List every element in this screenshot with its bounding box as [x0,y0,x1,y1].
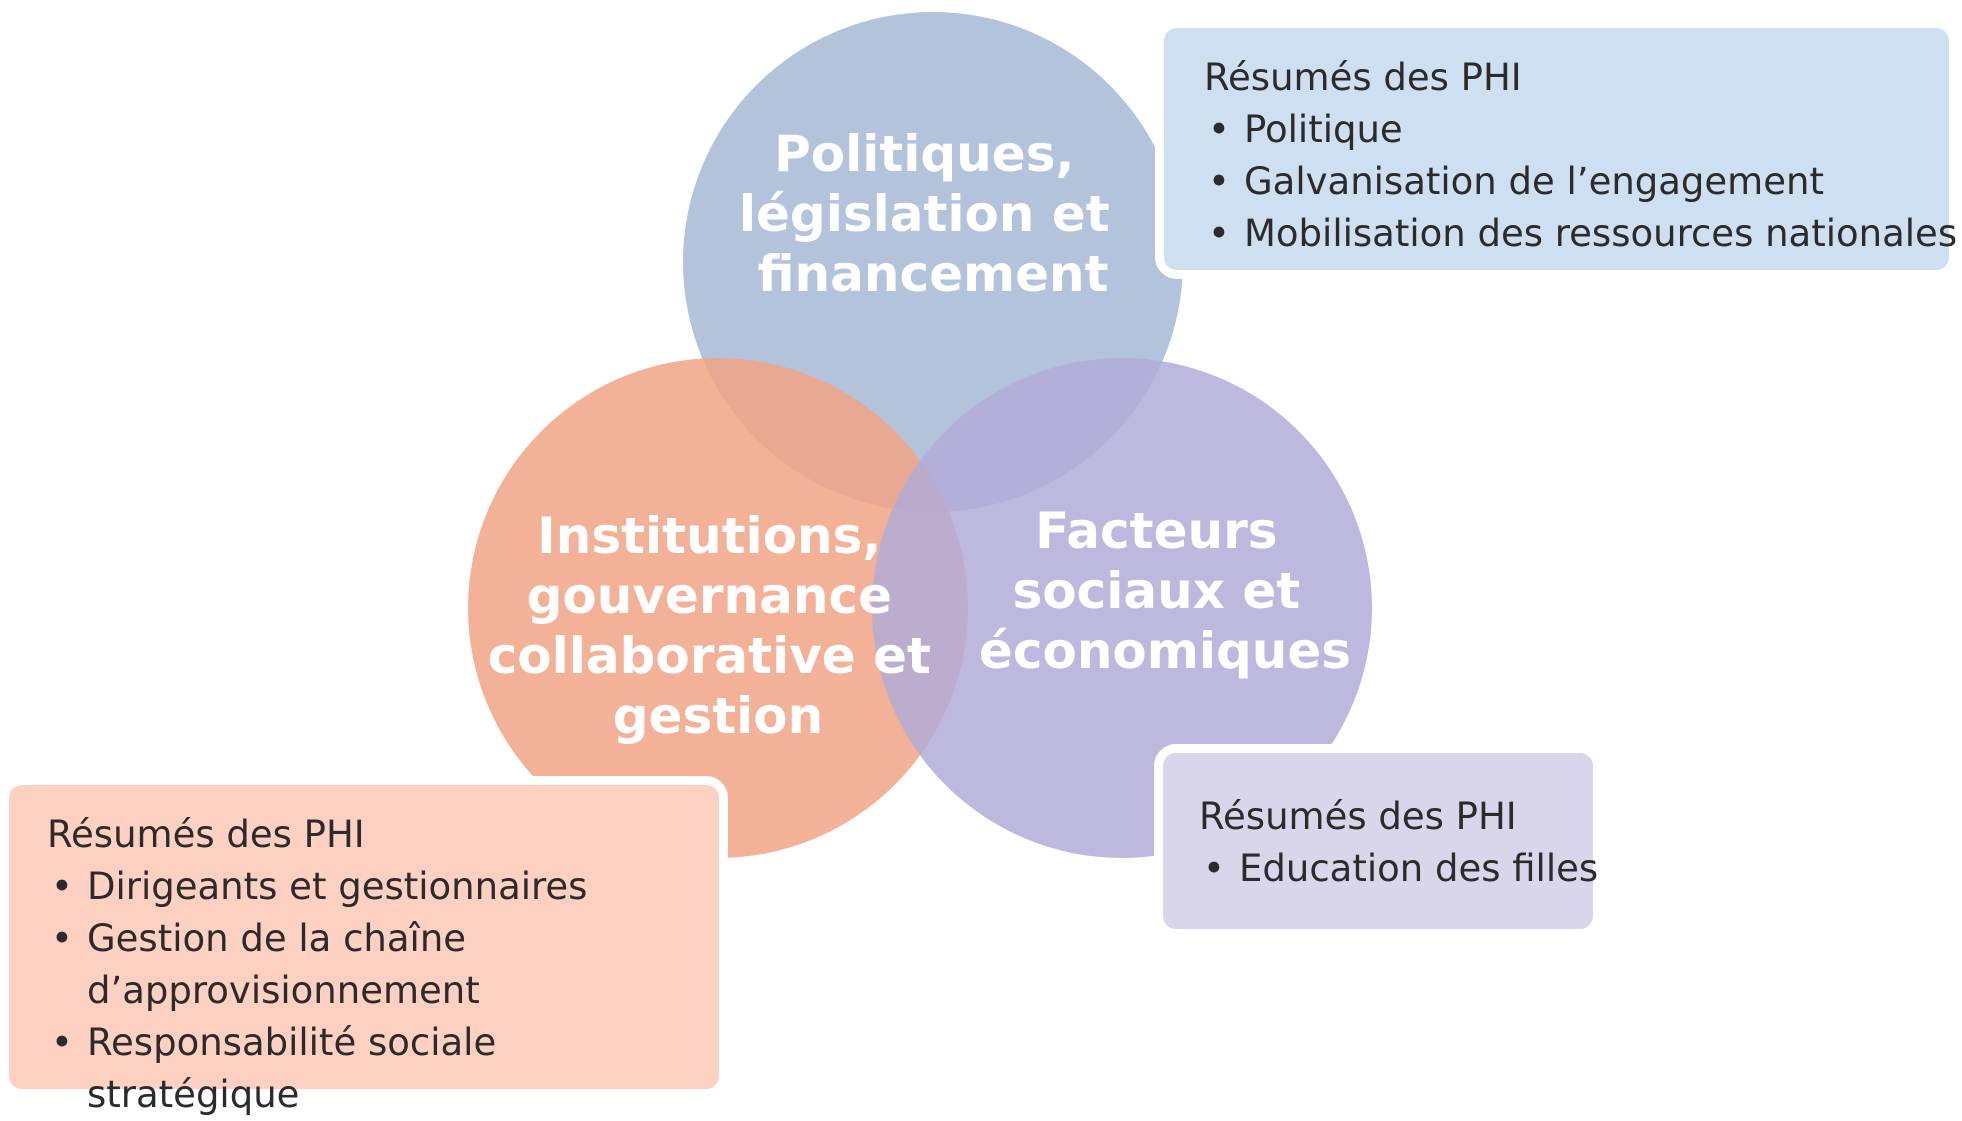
list-item-text: Galvanisation de l’engagement [1244,160,1824,203]
list-item: • Galvanisation de l’engagement [1204,156,1925,208]
list-item: • Education des filles [1199,843,1598,895]
bullet-icon: • [51,865,73,908]
circle-policies-label: Politiques, législation et financement [739,125,1127,303]
circle-institutions-label: Institutions, gouvernance collaborative … [488,507,949,745]
list-item: • Gestion de la chaîne d’approvisionnemen… [47,913,699,1017]
bullet-icon: • [51,1021,73,1064]
bullet-icon: • [51,917,73,960]
summary-box-social-factors: Résumés des PHI • Education des filles [1154,744,1602,938]
list-item-text: Dirigeants et gestionnaires [87,865,588,908]
list-item-text: Politique [1244,108,1403,151]
summary-box-title: Résumés des PHI [1204,56,1522,99]
bullet-icon: • [1208,212,1230,255]
circle-institutions-label-line: collaborative et [488,627,931,685]
list-item: • Dirigeants et gestionnaires [47,861,699,913]
summary-box-title: Résumés des PHI [1199,795,1517,838]
bullet-icon: • [1203,847,1225,890]
circle-institutions-label-line: gouvernance [527,567,892,625]
circle-social-factors-label-line: économiques [979,622,1351,680]
summary-box-title: Résumés des PHI [47,813,365,856]
list-item-text: Mobilisation des ressources nationales [1244,212,1958,255]
summary-list: • Education des filles [1199,843,1598,895]
bullet-icon: • [1208,108,1230,151]
summary-list: • Dirigeants et gestionnaires • Gestion de… [47,861,699,1121]
circle-social-factors-label: Facteurs sociaux et économiques [979,502,1351,680]
circle-policies-label-line: Politiques, [774,125,1074,183]
summary-box-institutions: Résumés des PHI • Dirigeants et gestionna… [0,776,728,1116]
circle-social-factors-label-line: Facteurs [1035,502,1277,560]
summary-list: • Politique • Galvanisation de l’engagemen… [1204,104,1957,260]
circle-policies-label-line: financement [757,245,1108,303]
venn-diagram: Politiques, législation et financement I… [468,12,1372,858]
circle-institutions-label-line: Institutions, [537,507,881,565]
list-item-text: Education des filles [1239,847,1599,890]
summary-box-policies: Résumés des PHI • Politique • Galvanisatio… [1155,19,1958,279]
list-item-text: Gestion de la chaîne d’approvisionnement [87,917,480,1012]
circle-policies-label-line: législation et [739,185,1110,243]
circle-social-factors-label-line: sociaux et [1012,562,1300,620]
circle-institutions-label-line: gestion [613,687,823,745]
list-item: • Politique [1204,104,1925,156]
list-item: • Mobilisation des ressources nationales [1204,208,1957,260]
circle-institutions [468,358,968,858]
circle-social-factors [872,358,1372,858]
list-item: • Responsabilité sociale stratégique [47,1017,699,1121]
bullet-icon: • [1208,160,1230,203]
list-item-text: Responsabilité sociale stratégique [87,1021,497,1116]
